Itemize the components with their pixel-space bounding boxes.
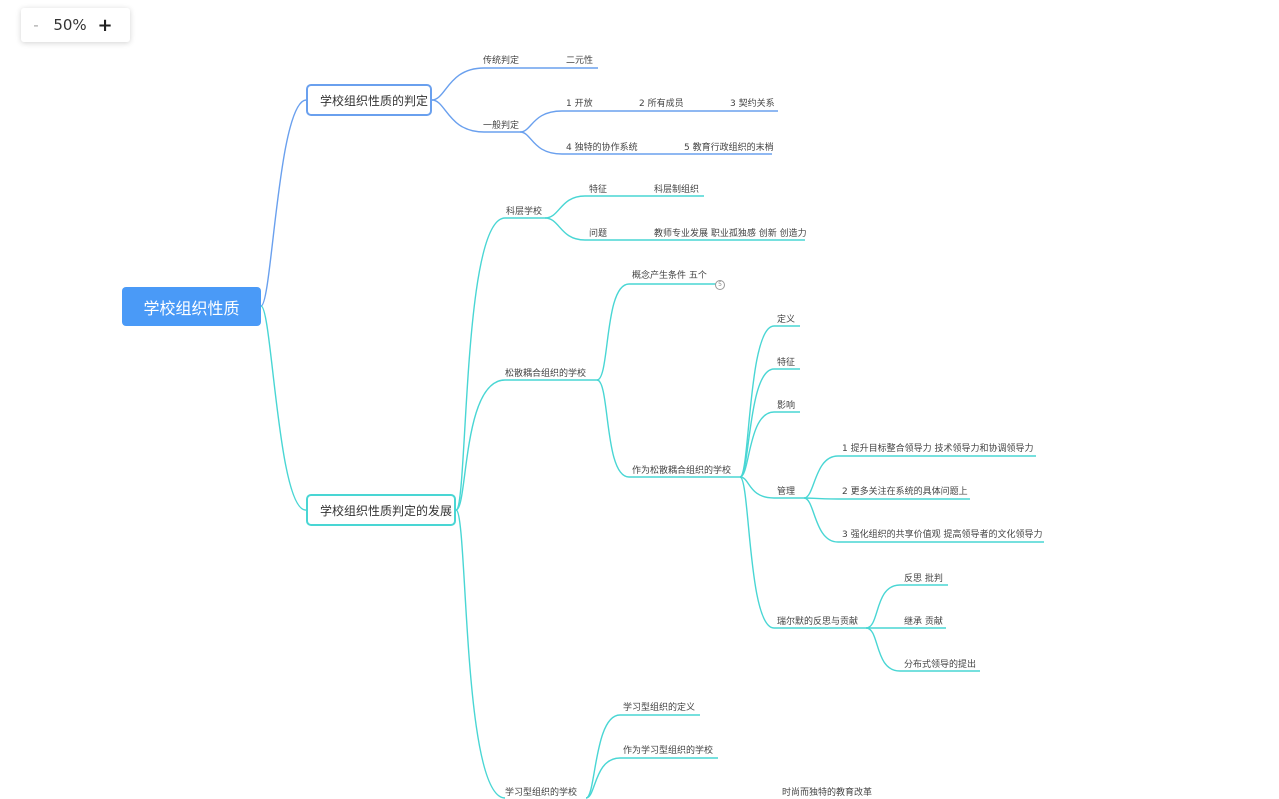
- node-contract[interactable]: 3 契约关系: [730, 99, 775, 109]
- node-weick-reflection[interactable]: 瑞尔默的反思与贡献: [777, 617, 859, 627]
- zoom-out-button[interactable]: -: [33, 16, 39, 34]
- node-education-reform[interactable]: 时尚而独特的教育改革: [782, 788, 873, 798]
- root-node[interactable]: 学校组织性质: [122, 287, 261, 326]
- node-concept-conditions[interactable]: 概念产生条件 五个: [632, 271, 707, 281]
- node-impact[interactable]: 影响: [777, 401, 796, 411]
- node-learning-org-school[interactable]: 学习型组织的学校: [505, 788, 578, 798]
- node-development[interactable]: 学校组织性质判定的发展: [306, 494, 456, 526]
- node-management[interactable]: 管理: [777, 487, 796, 497]
- node-loose-coupling-school[interactable]: 松散耦合组织的学校: [505, 369, 587, 379]
- node-admin-terminal[interactable]: 5 教育行政组织的末梢: [684, 143, 774, 153]
- node-judgement[interactable]: 学校组织性质的判定: [306, 84, 432, 116]
- judgement-branch-lines: [260, 67, 778, 307]
- node-open[interactable]: 1 开放: [566, 99, 593, 109]
- node-learning-org-definition[interactable]: 学习型组织的定义: [623, 703, 696, 713]
- node-bureau-feature[interactable]: 特征: [589, 185, 608, 195]
- node-inherit-contribute[interactable]: 继承 贡献: [904, 617, 943, 627]
- node-traditional-judgement[interactable]: 传统判定: [483, 56, 520, 66]
- node-bureau-problem-value[interactable]: 教师专业发展 职业孤独感 创新 创造力: [654, 229, 807, 239]
- node-general-judgement[interactable]: 一般判定: [483, 121, 520, 131]
- node-reflection-critique[interactable]: 反思 批判: [904, 574, 943, 584]
- node-duality[interactable]: 二元性: [566, 56, 594, 66]
- node-as-learning-org[interactable]: 作为学习型组织的学校: [623, 746, 714, 756]
- zoom-control: - 50% +: [21, 8, 130, 42]
- node-management-2[interactable]: 2 更多关注在系统的具体问题上: [842, 487, 968, 497]
- node-definition[interactable]: 定义: [777, 315, 796, 325]
- node-bureau-problem[interactable]: 问题: [589, 229, 608, 239]
- development-branch-lines: [260, 195, 1044, 799]
- zoom-level: 50%: [53, 16, 87, 34]
- node-all-members[interactable]: 2 所有成员: [639, 99, 684, 109]
- node-management-1[interactable]: 1 提升目标整合领导力 技术领导力和协调领导力: [842, 444, 1034, 454]
- collapsed-children-indicator[interactable]: 5: [715, 280, 725, 290]
- zoom-in-button[interactable]: +: [97, 14, 113, 36]
- node-cooperation-system[interactable]: 4 独特的协作系统: [566, 143, 638, 153]
- node-bureau-feature-value[interactable]: 科层制组织: [654, 185, 700, 195]
- node-management-3[interactable]: 3 强化组织的共享价值观 提高领导者的文化领导力: [842, 530, 1043, 540]
- node-feature[interactable]: 特征: [777, 358, 796, 368]
- node-distributed-leadership[interactable]: 分布式领导的提出: [904, 660, 977, 670]
- node-bureaucratic-school[interactable]: 科层学校: [506, 207, 543, 217]
- node-as-loose-coupling[interactable]: 作为松散耦合组织的学校: [632, 466, 732, 476]
